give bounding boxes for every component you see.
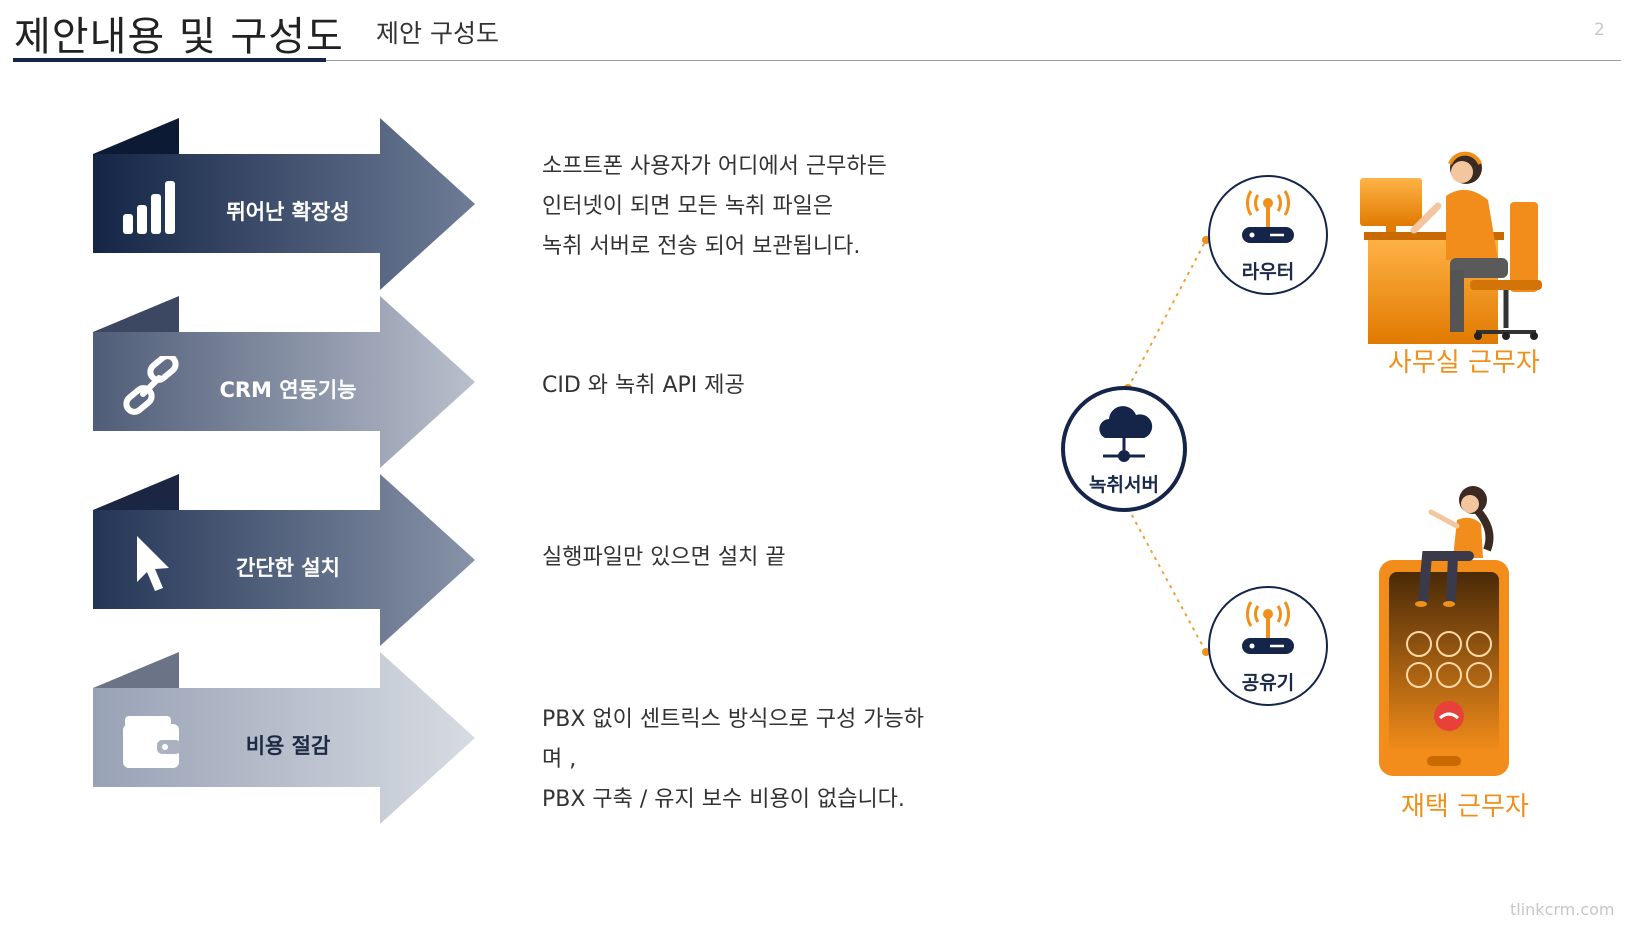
home-worker-label: 재택 근무자 <box>1401 792 1529 822</box>
bar-chart-icon <box>121 178 181 238</box>
description-line: 실행파일만 있으면 설치 끝 <box>542 545 786 570</box>
description-line: 녹취 서버로 전송 되어 보관됩니다. <box>542 234 861 259</box>
feature-description-install: 실행파일만 있으면 설치 끝 <box>542 538 786 578</box>
feature-arrow-scalability: 뛰어난 확장성 <box>93 118 488 298</box>
description-line: 인터넷이 되면 모든 녹취 파일은 <box>542 194 834 219</box>
office-worker-label: 사무실 근무자 <box>1388 348 1540 378</box>
recording-server-node: 녹취서버 <box>1061 386 1187 512</box>
page-number: 2 <box>1594 20 1605 40</box>
feature-arrow-install: 간단한 설치 <box>93 474 488 654</box>
feature-description-scalability: 소프트폰 사용자가 어디에서 근무하든 인터넷이 되면 모든 녹취 파일은 녹취… <box>542 147 887 267</box>
home-worker-illustration <box>1379 486 1509 776</box>
page-subtitle: 제안 구성도 <box>376 19 499 48</box>
feature-arrow-crm: CRM 연동기능 <box>93 296 488 476</box>
description-line: CID 와 녹취 API 제공 <box>542 373 745 398</box>
description-line: PBX 없이 센트릭스 방식으로 구성 가능하 <box>542 707 924 732</box>
wallet-icon <box>121 712 181 772</box>
link-icon <box>121 356 181 416</box>
feature-arrow-cost: 비용 절감 <box>93 652 488 832</box>
feature-description-cost: PBX 없이 센트릭스 방식으로 구성 가능하 며 , PBX 구축 / 유지 … <box>542 700 924 820</box>
cursor-icon <box>121 534 181 594</box>
feature-label: 비용 절감 <box>245 734 331 758</box>
office-worker-illustration <box>1360 151 1542 344</box>
sharer-label: 공유기 <box>1241 672 1295 694</box>
description-line: PBX 구축 / 유지 보수 비용이 없습니다. <box>542 787 905 812</box>
page-title: 제안내용 및 구성도 <box>14 14 344 60</box>
feature-label: CRM 연동기능 <box>219 378 357 402</box>
feature-description-crm: CID 와 녹취 API 제공 <box>542 366 745 406</box>
description-line: 며 , <box>542 747 577 772</box>
header-accent-bar <box>13 58 326 62</box>
network-diagram: 녹취서버 라우터 공유기 <box>1040 130 1620 870</box>
description-line: 소프트폰 사용자가 어디에서 근무하든 <box>542 154 887 179</box>
sharer-node: 공유기 <box>1208 586 1328 706</box>
cloud-server-icon <box>1099 406 1153 462</box>
watermark: tlinkcrm.com <box>1510 900 1615 919</box>
router-label: 라우터 <box>1241 261 1295 283</box>
feature-label: 간단한 설치 <box>236 556 340 580</box>
feature-label: 뛰어난 확장성 <box>226 200 350 224</box>
server-label: 녹취서버 <box>1089 474 1159 496</box>
wifi-router-icon <box>1242 601 1294 654</box>
router-node: 라우터 <box>1208 175 1328 295</box>
router-icon <box>1242 190 1294 243</box>
header-divider <box>13 60 1621 61</box>
